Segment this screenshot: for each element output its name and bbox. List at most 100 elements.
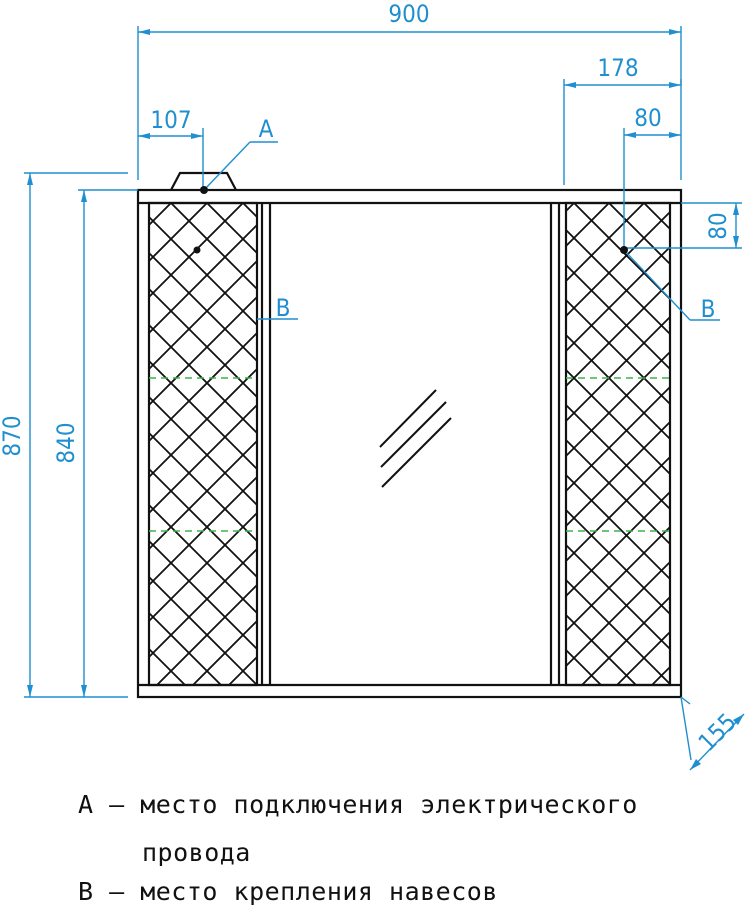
lattice-line [566, 315, 670, 423]
lattice-line [149, 251, 257, 363]
lattice-line [149, 475, 257, 587]
lattice-line [616, 630, 670, 685]
dim-depth: 155 [693, 708, 742, 757]
lattice-line [573, 203, 670, 301]
lattice-line [581, 595, 670, 685]
lattice-line [170, 203, 257, 291]
point-a [200, 186, 208, 194]
lattice-line [156, 583, 257, 685]
lattice-line [566, 333, 670, 441]
lattice-line [57, 203, 539, 685]
lattice-line [566, 455, 670, 563]
dimension-arrowheads [27, 29, 744, 770]
lattice-line [149, 611, 222, 685]
lattice-line [566, 420, 670, 528]
legend-line-b: B – место крепления навесов [78, 877, 498, 906]
left-door [147, 201, 259, 687]
lattice-line [149, 575, 257, 685]
lattice-line [566, 543, 670, 651]
lattice-line [566, 368, 670, 476]
lattice-line [149, 395, 257, 507]
lattice-line [149, 403, 257, 515]
lattice-line [149, 431, 257, 543]
lattice-line [149, 203, 244, 299]
lattice-line [566, 280, 670, 388]
lattice-line [423, 203, 750, 685]
lattice-line [608, 203, 670, 266]
lattice-line [566, 298, 670, 406]
lattice-line [0, 203, 224, 685]
dim-total-height: 870 [0, 415, 26, 456]
lattice-line [315, 203, 750, 685]
cabinet-frame [136, 188, 683, 699]
left-door-lattice [149, 203, 750, 685]
lattice-line [566, 350, 670, 458]
lattice-line [0, 203, 329, 685]
lattice-line [149, 503, 257, 615]
lattice-line [651, 665, 670, 685]
lattice-line [149, 223, 257, 335]
lattice-line [495, 203, 750, 685]
lattice-line [675, 203, 750, 685]
lattice-line [566, 203, 610, 248]
dim-side-width: 178 [597, 54, 638, 82]
lattice-line [149, 511, 257, 623]
dim-mount-offset: 80 [634, 104, 661, 132]
lattice-line [149, 287, 257, 399]
lattice-line [149, 367, 257, 479]
point-b-right [620, 246, 628, 254]
lattice-line [228, 655, 257, 685]
marker-b-right: B [701, 295, 716, 323]
hidden-shelves [149, 377, 670, 532]
lattice-line [149, 439, 257, 551]
dim-body-height: 840 [52, 422, 80, 463]
lattice-line [149, 259, 257, 371]
lattice-line [566, 245, 670, 353]
lattice-line [643, 203, 670, 231]
lattice-line [566, 525, 670, 633]
dimension-lines [24, 26, 745, 771]
lattice-line [566, 210, 670, 318]
lattice-line [679, 203, 750, 685]
connection-points [193, 186, 628, 254]
lattice-line [603, 203, 750, 685]
point-b-left [193, 246, 201, 254]
dim-mount-height: 80 [704, 212, 732, 239]
legend-line-a-continued: провода [142, 838, 251, 867]
dim-total-width: 900 [388, 0, 429, 28]
lattice-line [566, 613, 637, 685]
lattice-line [711, 203, 750, 685]
lattice-line [149, 323, 257, 435]
mirror-glare-icon [379, 389, 452, 488]
lattice-line [566, 403, 670, 511]
lattice-line [566, 508, 670, 616]
lattice-line [566, 228, 670, 336]
lattice-line [149, 539, 257, 651]
lattice-line [566, 263, 670, 371]
lattice-line [566, 203, 575, 213]
marker-b-left: B [276, 294, 291, 322]
lattice-line [567, 203, 750, 685]
lattice-line [566, 578, 670, 685]
lattice-line [639, 203, 750, 685]
lattice-line [387, 203, 750, 685]
lattice-line [566, 648, 602, 685]
marker-a: A [259, 115, 274, 143]
lattice-line [566, 385, 670, 493]
lattice-line [714, 203, 750, 685]
dim-cable-offset: 107 [150, 106, 191, 134]
lattice-line [206, 203, 257, 255]
right-door-lattice [0, 203, 750, 685]
lattice-line [0, 203, 294, 685]
lattice-line [149, 547, 257, 659]
lattice-line [149, 215, 257, 327]
lattice-line [242, 203, 257, 219]
lattice-line [149, 359, 257, 471]
lattice-line [566, 560, 670, 668]
lattice-line [279, 203, 750, 685]
legend-line-a: A – место подключения электрического [78, 790, 638, 819]
lattice-line [192, 619, 257, 685]
cabinet-outline [136, 171, 683, 699]
lattice-line [566, 438, 670, 546]
